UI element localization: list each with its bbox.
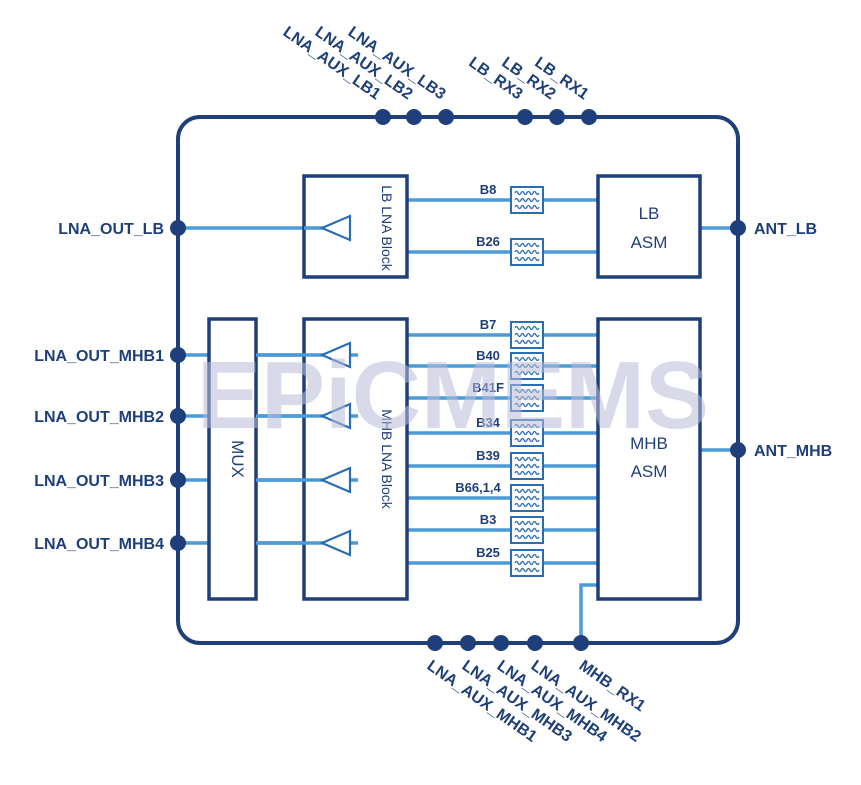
bottom-pin-dots [427, 635, 589, 651]
saw-filter-icon [510, 238, 544, 266]
pin-label-lna-out-mhb1: LNA_OUT_MHB1 [34, 348, 164, 365]
pin-label-lna-out-mhb4: LNA_OUT_MHB4 [34, 536, 164, 553]
saw-filter-icon [510, 186, 544, 214]
mhb-lna-block-label: MHB LNA Block [379, 409, 395, 510]
mhb-amp-4-icon [319, 529, 352, 557]
lb-lna-block-label: LB LNA Block [379, 185, 395, 272]
saw-filter-icon [510, 419, 544, 447]
saw-filter-icon [510, 321, 544, 349]
lb-asm-label-line1: LB [639, 204, 660, 223]
mhb-rx1-wire [579, 583, 598, 643]
mhb-amp-1-icon [319, 341, 352, 369]
pin-label-lna-out-mhb3: LNA_OUT_MHB3 [34, 473, 164, 490]
saw-filter-icon [510, 549, 544, 577]
band-label-b7: B7 [480, 317, 497, 332]
lb-asm-block [596, 174, 702, 279]
mhb-lna-block [302, 317, 409, 601]
mhb-asm-label-line1: MHB [630, 434, 668, 453]
right-pin-dots [730, 220, 746, 458]
saw-filter-icon [510, 452, 544, 480]
band-label-b40: B40 [476, 348, 500, 363]
watermark: EPiCMEMS [197, 342, 709, 449]
saw-filter-icon [510, 516, 544, 544]
band-label-b41f: B41F [472, 380, 504, 395]
mhb-amp-3-icon [319, 466, 352, 494]
band-label-b25: B25 [476, 545, 500, 560]
mux-label: MUX [228, 440, 247, 478]
pin-label-lna-out-lb: LNA_OUT_LB [58, 221, 164, 238]
mhb-asm-block [596, 317, 702, 601]
band-label-b8: B8 [480, 182, 497, 197]
mux-block [207, 317, 258, 601]
band-label-b34: B34 [476, 415, 501, 430]
module-outline [176, 115, 740, 645]
band-label-b66-1-4: B66,1,4 [455, 480, 501, 495]
saw-filters [510, 186, 544, 577]
mhb-asm-label-line2: ASM [631, 462, 668, 481]
pin-label-lna-out-mhb2: LNA_OUT_MHB2 [34, 409, 164, 426]
band-label-b39: B39 [476, 448, 500, 463]
saw-filter-icon [510, 484, 544, 512]
lb-amp-icon [319, 214, 352, 242]
saw-filter-icon [510, 384, 544, 412]
band-label-b3: B3 [480, 512, 497, 527]
lb-asm-label-line2: ASM [631, 233, 668, 252]
pin-label-ant-mhb: ANT_MHB [754, 443, 832, 460]
top-pin-dots [375, 109, 597, 125]
mhb-amp-2-icon [319, 402, 352, 430]
left-pin-dots [170, 220, 186, 551]
mhb-band-wires [407, 333, 598, 565]
pin-label-ant-lb: ANT_LB [754, 221, 817, 238]
band-label-b26: B26 [476, 234, 500, 249]
saw-filter-icon [510, 352, 544, 380]
